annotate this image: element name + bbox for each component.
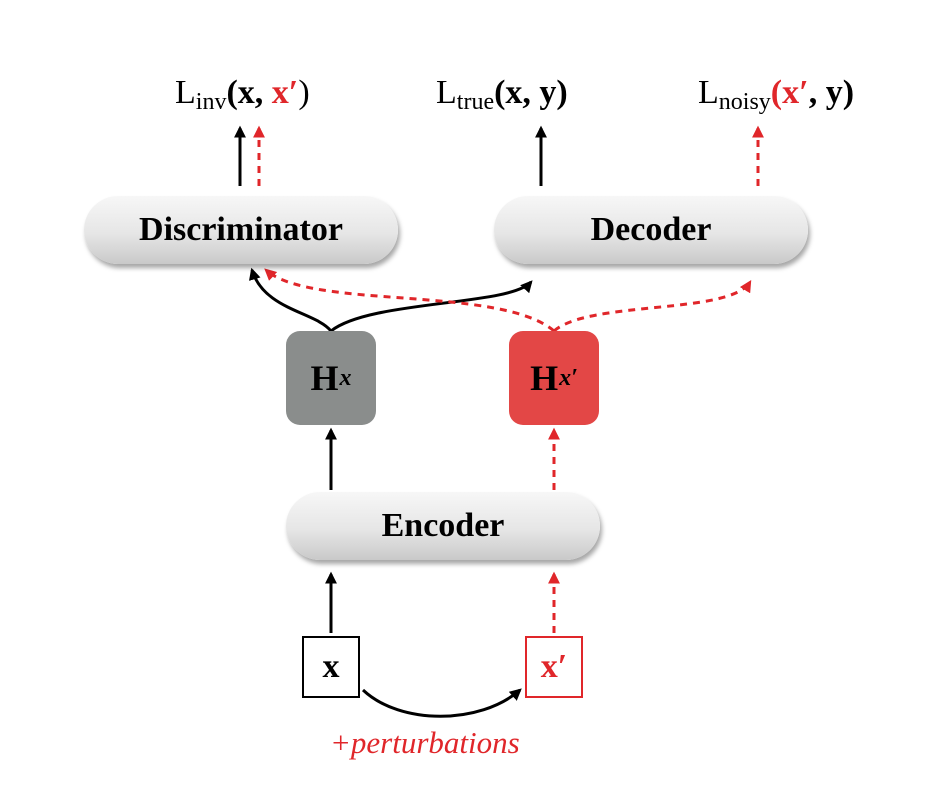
loss-true-close: ) [556,74,568,111]
loss-noisy-label: Lnoisy(x′, y) [698,74,854,116]
loss-inv-arg2: x′ [271,74,299,111]
loss-noisy-arg1: x′ [782,74,809,111]
loss-noisy-comma: , [808,74,818,111]
input-xprime-node: x′ [525,636,583,698]
loss-noisy-subscript: noisy [718,89,771,115]
loss-inv-symbol: L [175,74,196,111]
loss-inv-close: ) [298,74,310,111]
arrow-hxp-to-decoder [553,279,752,333]
loss-noisy-close: ) [842,74,855,111]
decoder-label: Decoder [590,211,712,248]
arrow-hxp-to-discriminator [264,268,555,333]
loss-inv-arg1: x [237,74,255,111]
hxp-main: H [530,358,559,398]
decoder-node: Decoder [494,196,808,264]
discriminator-label: Discriminator [139,211,343,248]
arrow-hx-to-decoder [330,280,533,333]
loss-true-label: Ltrue(x, y) [436,74,568,116]
loss-noisy-symbol: L [698,74,719,111]
loss-inv-open: ( [226,74,238,111]
loss-true-arg1: x [505,74,523,111]
input-xprime-label: x′ [540,648,568,685]
encoder-label: Encoder [381,507,505,544]
loss-noisy-arg2: y [825,74,843,111]
hx-main: H [310,358,339,398]
encoder-node: Encoder [286,492,600,560]
loss-true-subscript: true [456,89,495,115]
loss-inv-label: Linv(x, x′) [175,74,310,116]
loss-true-symbol: L [436,74,457,111]
loss-true-comma: , [522,74,531,111]
hx-subscript: x [339,364,352,391]
loss-true-arg2: y [539,74,557,111]
loss-inv-comma: , [254,74,264,111]
arrow-x-to-xprime [361,688,522,718]
loss-true-open: ( [494,74,506,111]
arrow-hx-to-discriminator [249,267,333,333]
hxp-subscript: x′ [559,364,578,391]
discriminator-node: Discriminator [84,196,398,264]
loss-inv-subscript: inv [195,89,227,115]
input-x-node: x [302,636,360,698]
input-x-label: x [322,648,340,685]
loss-noisy-open: ( [770,74,783,111]
perturbations-label: +perturbations [330,725,520,760]
